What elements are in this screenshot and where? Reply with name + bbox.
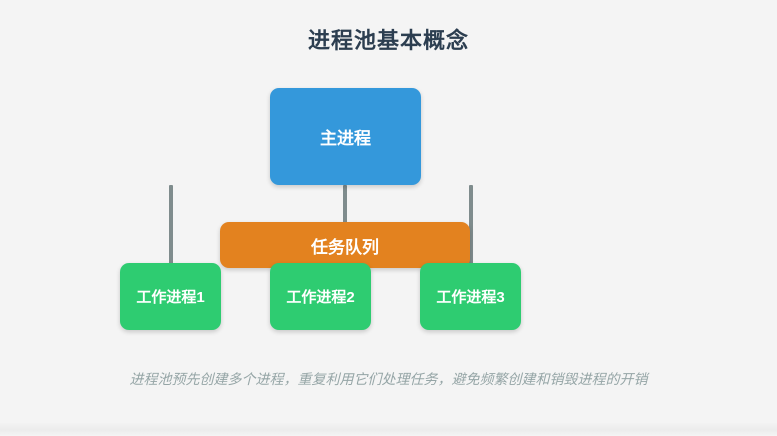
node-task-queue: 任务队列 [220, 222, 470, 268]
page-title: 进程池基本概念 [307, 28, 469, 53]
connector-line-left [169, 185, 173, 275]
node-worker-process-3: 工作进程3 [420, 263, 521, 330]
node-main-process: 主进程 [270, 88, 421, 185]
node-worker-process-2: 工作进程2 [270, 263, 371, 330]
node-main-process-label: 主进程 [320, 129, 371, 148]
node-worker-process-2-label: 工作进程2 [286, 289, 355, 306]
node-worker-process-3-label: 工作进程3 [436, 289, 505, 306]
node-worker-process-1-label: 工作进程1 [136, 289, 205, 306]
connector-line-right [469, 185, 473, 275]
diagram-caption: 进程池预先创建多个进程，重复利用它们处理任务，避免频繁创建和销毁进程的开销 [129, 371, 648, 387]
card-bottom-edge [0, 422, 777, 436]
node-worker-process-1: 工作进程1 [120, 263, 221, 330]
node-task-queue-label: 任务队列 [311, 237, 379, 257]
